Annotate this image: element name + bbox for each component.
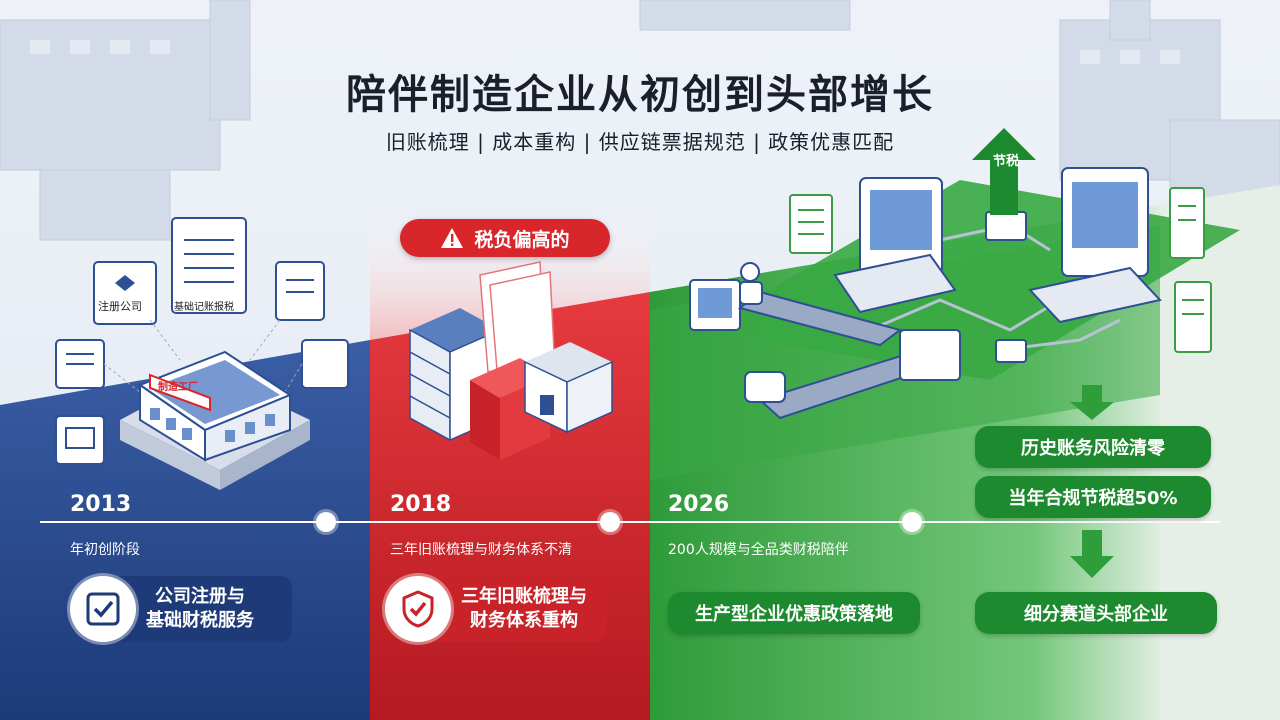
stage-badge-line-1: 三年旧账梳理与 bbox=[461, 586, 587, 607]
stage-badge-2018: 三年旧账梳理与 财务体系重构 bbox=[385, 576, 607, 642]
stage-badge-line-1: 公司注册与 bbox=[155, 586, 245, 607]
stage-year-2026: 2026 bbox=[668, 492, 730, 517]
timeline-line bbox=[40, 521, 1220, 523]
factory-sign: 制造工厂 bbox=[158, 382, 198, 393]
stage-phase-2013: 年初创阶段 bbox=[70, 542, 140, 558]
page-subtitle: 旧账梳理 | 成本重构 | 供应链票据规范 | 政策优惠匹配 bbox=[385, 130, 895, 154]
stage-year-2018: 2018 bbox=[390, 492, 452, 517]
stage-badge-2013: 公司注册与 基础财税服务 bbox=[70, 576, 292, 642]
result-industry-leader: 细分赛道头部企业 bbox=[975, 592, 1217, 634]
warning-icon bbox=[441, 228, 464, 248]
warning-badge-label: 税负偏高的 bbox=[474, 228, 570, 251]
stage-phase-2018: 三年旧账梳理与财务体系不清 bbox=[390, 542, 572, 558]
timeline-dot-2018 bbox=[600, 512, 620, 532]
timeline-dot-2013 bbox=[316, 512, 336, 532]
tax-saving-tag: 节税 bbox=[992, 154, 1019, 169]
stage-year-2013: 2013 bbox=[70, 492, 132, 517]
result-tax-saving: 当年合规节税超50% bbox=[975, 476, 1211, 518]
doc-label-registration: 注册公司 bbox=[98, 300, 142, 313]
stage-badge-line-2: 基础财税服务 bbox=[146, 610, 254, 631]
shield-check-icon bbox=[385, 576, 451, 642]
stage-badge-2026: 生产型企业优惠政策落地 bbox=[668, 592, 920, 634]
result-risk-cleared: 历史账务风险清零 bbox=[975, 426, 1211, 468]
checklist-icon bbox=[70, 576, 136, 642]
stage-phase-2026: 200人规模与全品类财税陪伴 bbox=[668, 542, 849, 558]
timeline-dot-2026 bbox=[902, 512, 922, 532]
doc-label-bookkeeping: 基础记账报税 bbox=[174, 302, 234, 313]
stage-badge-line-2: 财务体系重构 bbox=[470, 610, 578, 631]
page-title: 陪伴制造企业从初创到头部增长 bbox=[346, 72, 934, 118]
warning-badge: 税负偏高的 bbox=[400, 219, 610, 257]
